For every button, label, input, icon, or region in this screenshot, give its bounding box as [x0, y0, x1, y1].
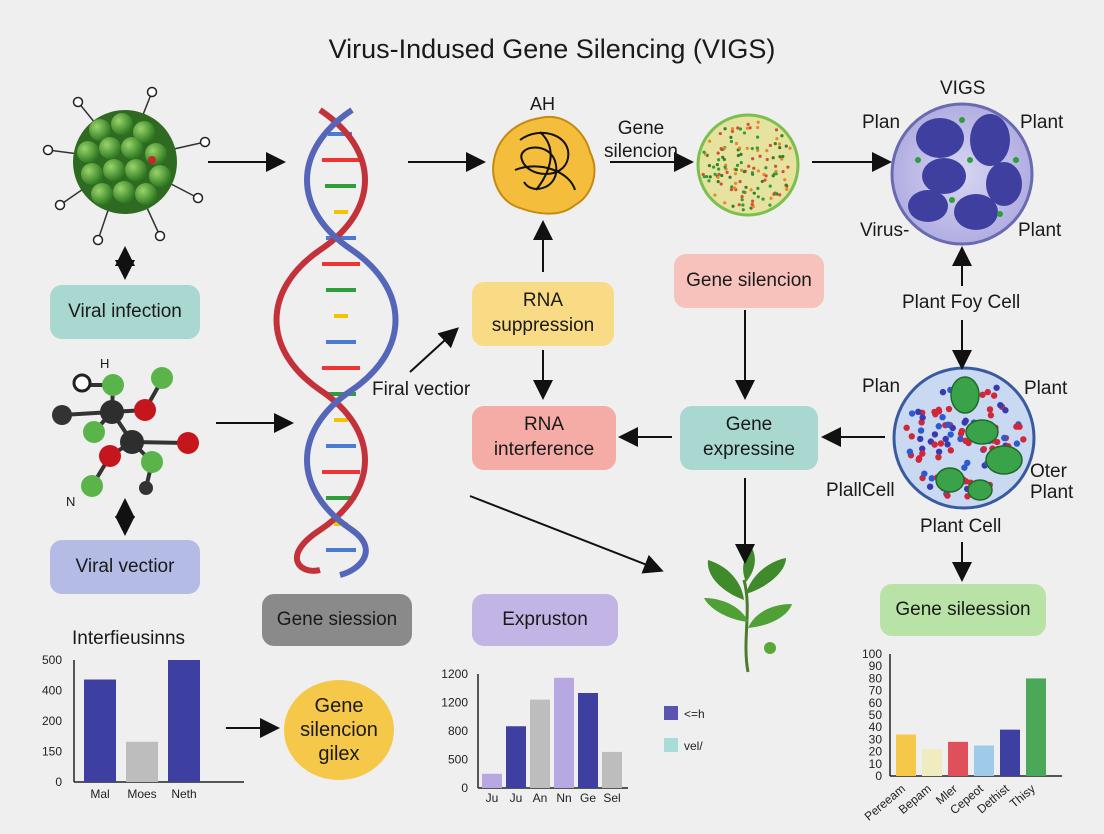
bar-1 [126, 741, 158, 782]
bar-1 [922, 749, 942, 776]
x-category-label: Moes [127, 787, 156, 801]
label-firal-vector: Firal vectior [372, 379, 471, 400]
y-tick-label: 0 [461, 781, 468, 795]
y-tick-label: 200 [42, 714, 62, 728]
gene-siession-box: Gene siession [262, 594, 412, 646]
legend-swatch [664, 738, 678, 752]
y-tick-label: 0 [55, 775, 62, 789]
bar-4 [578, 693, 598, 788]
bar-3 [974, 745, 994, 776]
y-tick-label: 90 [869, 659, 883, 673]
bar-chart-middle: 1200 1200 800 500 0Ju Ju An Nn Ge Sel <=h vel/ [441, 667, 704, 805]
rna-interference-box: RNA interference [472, 406, 616, 470]
bar-4 [1000, 729, 1020, 776]
y-tick-label: 30 [869, 732, 883, 746]
y-tick-label: 500 [448, 753, 468, 767]
label-vigs: VIGS [940, 78, 986, 99]
label-gene-silencion-top: Gene silencion [604, 118, 678, 162]
viral-infection-box: Viral infection [50, 285, 200, 339]
molecule-icon [52, 367, 199, 497]
y-tick-label: 800 [448, 724, 468, 738]
y-tick-label: 1200 [441, 667, 468, 681]
expruston-box: Expruston [472, 594, 618, 646]
bar-0 [896, 734, 916, 776]
x-category-label: Ge [580, 791, 596, 805]
y-tick-label: 1200 [441, 696, 468, 710]
bar-5 [602, 751, 622, 788]
virus-particle-icon [42, 86, 211, 246]
y-tick-label: 100 [862, 647, 882, 661]
label-ah: AH [530, 94, 556, 114]
page-title: Virus-Indused Gene Silencing (VIGS) [328, 34, 776, 64]
y-tick-label: 50 [869, 708, 883, 722]
gene-sileession-box: Gene sileession [880, 584, 1046, 636]
legend-swatch [664, 706, 678, 720]
label-plant-mid: Plant [1024, 378, 1068, 399]
label-plan-mid: Plan [862, 376, 901, 397]
y-tick-label: 0 [875, 769, 882, 783]
rna-blob-icon [492, 115, 596, 215]
molecule-label-h: H [100, 356, 110, 371]
speckled-sphere-icon [696, 113, 800, 217]
rna-suppression-box: RNA suppression [472, 282, 614, 346]
bar-2 [168, 660, 200, 782]
plant-cell-bottom-icon [892, 366, 1036, 510]
y-tick-label: 400 [42, 684, 62, 698]
gene-silencion-box: Gene silencion [674, 254, 824, 308]
x-category-label: Ju [510, 791, 523, 805]
legend-label: vel/ [684, 739, 703, 753]
label-plant-top-right-lower: Plant [1018, 220, 1062, 241]
bar-5 [1026, 678, 1046, 776]
gene-silencion-gilex-circle: Gene silencion gilex [284, 680, 394, 780]
bar-3 [554, 677, 574, 788]
x-category-label: Neth [171, 787, 196, 801]
y-tick-label: 80 [869, 671, 883, 685]
chart1-title: Interfieusinns [72, 628, 186, 649]
gene-expression-box: Gene expressine [680, 406, 818, 470]
label-plall-cell: PlallCell [826, 480, 895, 501]
x-category-label: Mal [90, 787, 109, 801]
y-tick-label: 70 [869, 684, 883, 698]
x-category-label: Thisy [1007, 782, 1038, 811]
x-category-label: An [533, 791, 548, 805]
y-tick-label: 40 [869, 720, 883, 734]
label-plant-top-right: Plant [1020, 112, 1064, 133]
viral-vector-box: Viral vectior [50, 540, 200, 594]
label-plant-cell: Plant Cell [920, 516, 1002, 537]
y-tick-label: 150 [42, 745, 62, 759]
plant-cell-top-icon [890, 102, 1034, 246]
bar-2 [530, 699, 550, 788]
x-category-label: Sel [603, 791, 620, 805]
legend-label: <=h [684, 707, 705, 721]
bar-2 [948, 741, 968, 776]
molecule-label-n: N [66, 494, 76, 509]
bar-0 [84, 679, 116, 782]
y-tick-label: 60 [869, 696, 883, 710]
label-virus: Virus- [860, 220, 910, 241]
y-tick-label: 500 [42, 653, 62, 667]
flow-arrows [115, 152, 972, 738]
label-plant-foy-cell: Plant Foy Cell [902, 292, 1021, 313]
bar-1 [506, 726, 526, 788]
label-plan-top: Plan [862, 112, 901, 133]
plant-sprout-icon [704, 548, 792, 673]
dna-helix-icon [273, 107, 399, 578]
y-tick-label: 20 [869, 745, 883, 759]
bar-0 [482, 773, 502, 788]
x-category-label: Nn [556, 791, 571, 805]
x-category-label: Ju [486, 791, 499, 805]
label-oter-plant: Oter Plant [1030, 461, 1074, 503]
y-tick-label: 10 [869, 757, 883, 771]
